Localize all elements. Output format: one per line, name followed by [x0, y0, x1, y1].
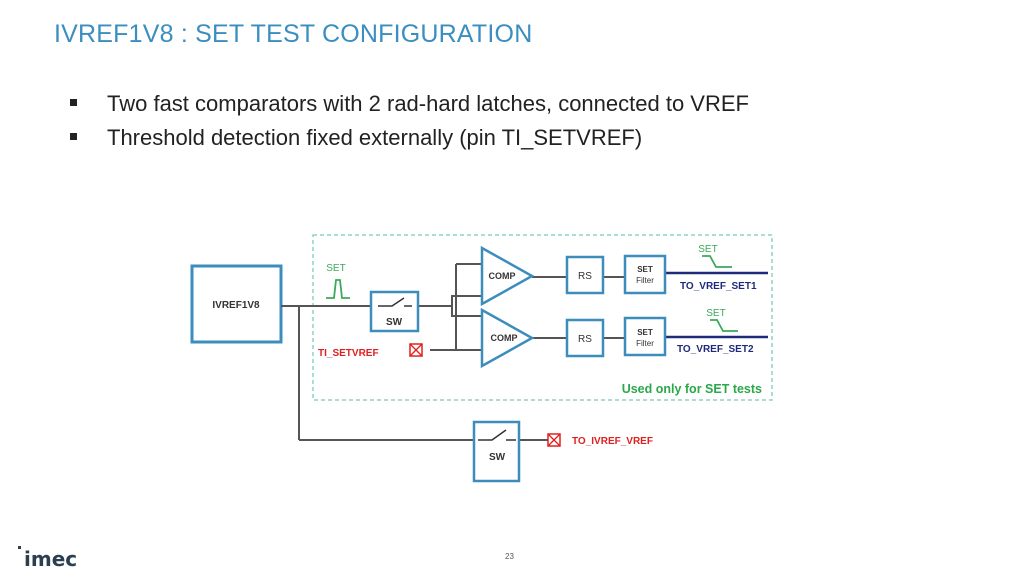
output-set1-label: TO_VREF_SET1 [680, 281, 757, 292]
bullet-list: Two fast comparators with 2 rad-hard lat… [70, 90, 749, 158]
set-filter-2-label-line1: SET [637, 328, 653, 337]
switch-2-symbol-icon [478, 429, 516, 441]
rs-latch-1-label: RS [578, 271, 592, 282]
comparator-2 [480, 307, 535, 369]
set-test-region [312, 234, 773, 401]
ivref1v8-block [190, 264, 283, 344]
bullet-square-icon [70, 99, 77, 106]
bullet-text: Threshold detection fixed externally (pi… [107, 125, 643, 150]
comparator-2-label: COMP [491, 333, 518, 343]
imec-logo: imec [18, 546, 77, 569]
output-wires [665, 271, 768, 339]
set-pulse-icon [326, 279, 350, 299]
to-ivref-vref-pin-icon [547, 433, 561, 447]
output-set2-pulse-label: SET [706, 308, 725, 319]
bullet-item: Two fast comparators with 2 rad-hard lat… [70, 90, 749, 124]
set-pulse-label: SET [326, 263, 345, 274]
comparator-1 [480, 245, 535, 307]
ti-setvref-label: TI_SETVREF [318, 348, 379, 359]
set-filter-1-label-line1: SET [637, 265, 653, 274]
rs-latch-2 [565, 318, 605, 358]
switch-2-label: SW [489, 452, 506, 463]
output-set1-pulse-icon [702, 255, 732, 268]
set-filter-2 [623, 316, 667, 357]
bullet-item: Threshold detection fixed externally (pi… [70, 124, 749, 158]
ivref1v8-label: IVREF1V8 [212, 300, 260, 311]
imec-logo-text: imec [24, 547, 77, 569]
rs-latch-2-label: RS [578, 334, 592, 345]
switch-symbol-icon [378, 297, 412, 307]
set-filter-1 [623, 254, 667, 295]
comparator-1-label: COMP [489, 271, 516, 281]
wires [281, 263, 625, 441]
output-set2-pulse-icon [710, 319, 738, 332]
set-tests-note: Used only for SET tests [622, 382, 762, 396]
set-filter-1-label-line2: Filter [636, 276, 654, 285]
switch-block-2 [472, 420, 521, 483]
page-number: 23 [505, 552, 514, 561]
ti-setvref-pin-icon [409, 343, 423, 357]
bullet-square-icon [70, 133, 77, 140]
output-set2-label: TO_VREF_SET2 [677, 344, 754, 355]
slide-title: IVREF1V8 : SET TEST CONFIGURATION [54, 20, 533, 48]
switch-block [369, 290, 420, 333]
bullet-text: Two fast comparators with 2 rad-hard lat… [107, 91, 749, 116]
rs-latch-1 [565, 255, 605, 295]
set-filter-2-label-line2: Filter [636, 339, 654, 348]
output-set1-pulse-label: SET [698, 244, 717, 255]
to-ivref-vref-label: TO_IVREF_VREF [572, 436, 653, 447]
switch-label: SW [386, 317, 403, 328]
